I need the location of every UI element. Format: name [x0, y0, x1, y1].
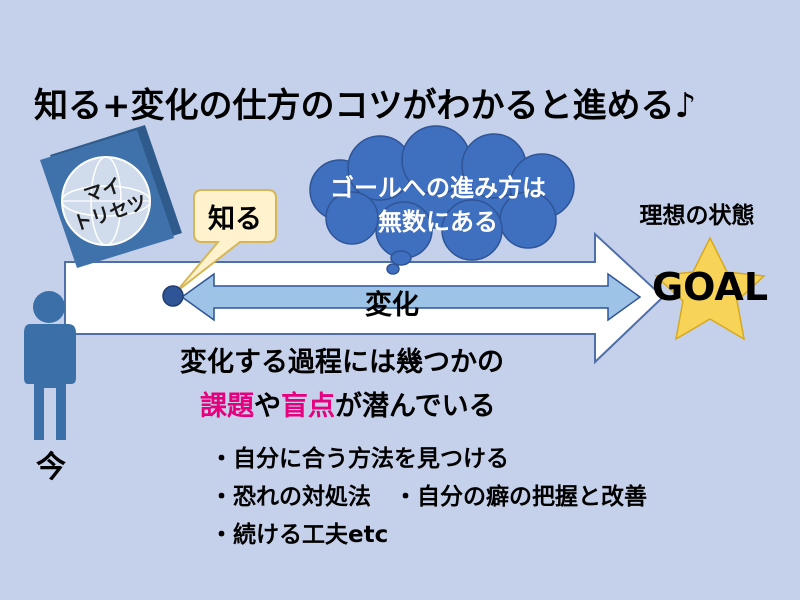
inner-double-arrow	[180, 272, 642, 322]
star-icon	[654, 236, 766, 341]
book-icon: マイ トリセツ	[40, 125, 182, 268]
challenge-line2: 課題や盲点が潜んでいる	[200, 384, 496, 423]
blindspot-highlight: 盲点	[281, 391, 335, 422]
challenge-line1: 変化する過程には幾つかの	[180, 347, 504, 378]
cloud-line2: 無数にある	[378, 208, 498, 236]
bullet-item: ・恐れの対処法 ・自分の癖の把握と改善	[210, 484, 647, 510]
person-icon	[24, 291, 76, 440]
issue-highlight: 課題	[200, 391, 254, 422]
globe-icon	[61, 156, 151, 246]
goal-label: GOAL	[652, 265, 768, 309]
dot-icon	[162, 285, 184, 307]
bullet-item: ・自分に合う方法を見つける	[210, 446, 509, 472]
cloud-line1: ゴールへの進み方は	[330, 174, 546, 202]
now-label: 今	[36, 450, 66, 485]
slide-title: 知る+変化の仕方のコツがわかると進める♪	[34, 86, 697, 126]
arrow-label: 変化	[365, 289, 419, 321]
bullet-item: ・続ける工夫etc	[210, 522, 389, 548]
goal-caption: 理想の状態	[640, 202, 755, 229]
challenge-connector: や	[254, 391, 281, 422]
challenge-end: が潜んでいる	[335, 391, 496, 422]
bullet-list: ・自分に合う方法を見つける ・恐れの対処法 ・自分の癖の把握と改善 ・続ける工夫…	[210, 440, 647, 554]
cloud-callout	[309, 125, 575, 275]
know-label: 知る	[208, 204, 262, 235]
know-callout: 知る	[175, 189, 277, 293]
